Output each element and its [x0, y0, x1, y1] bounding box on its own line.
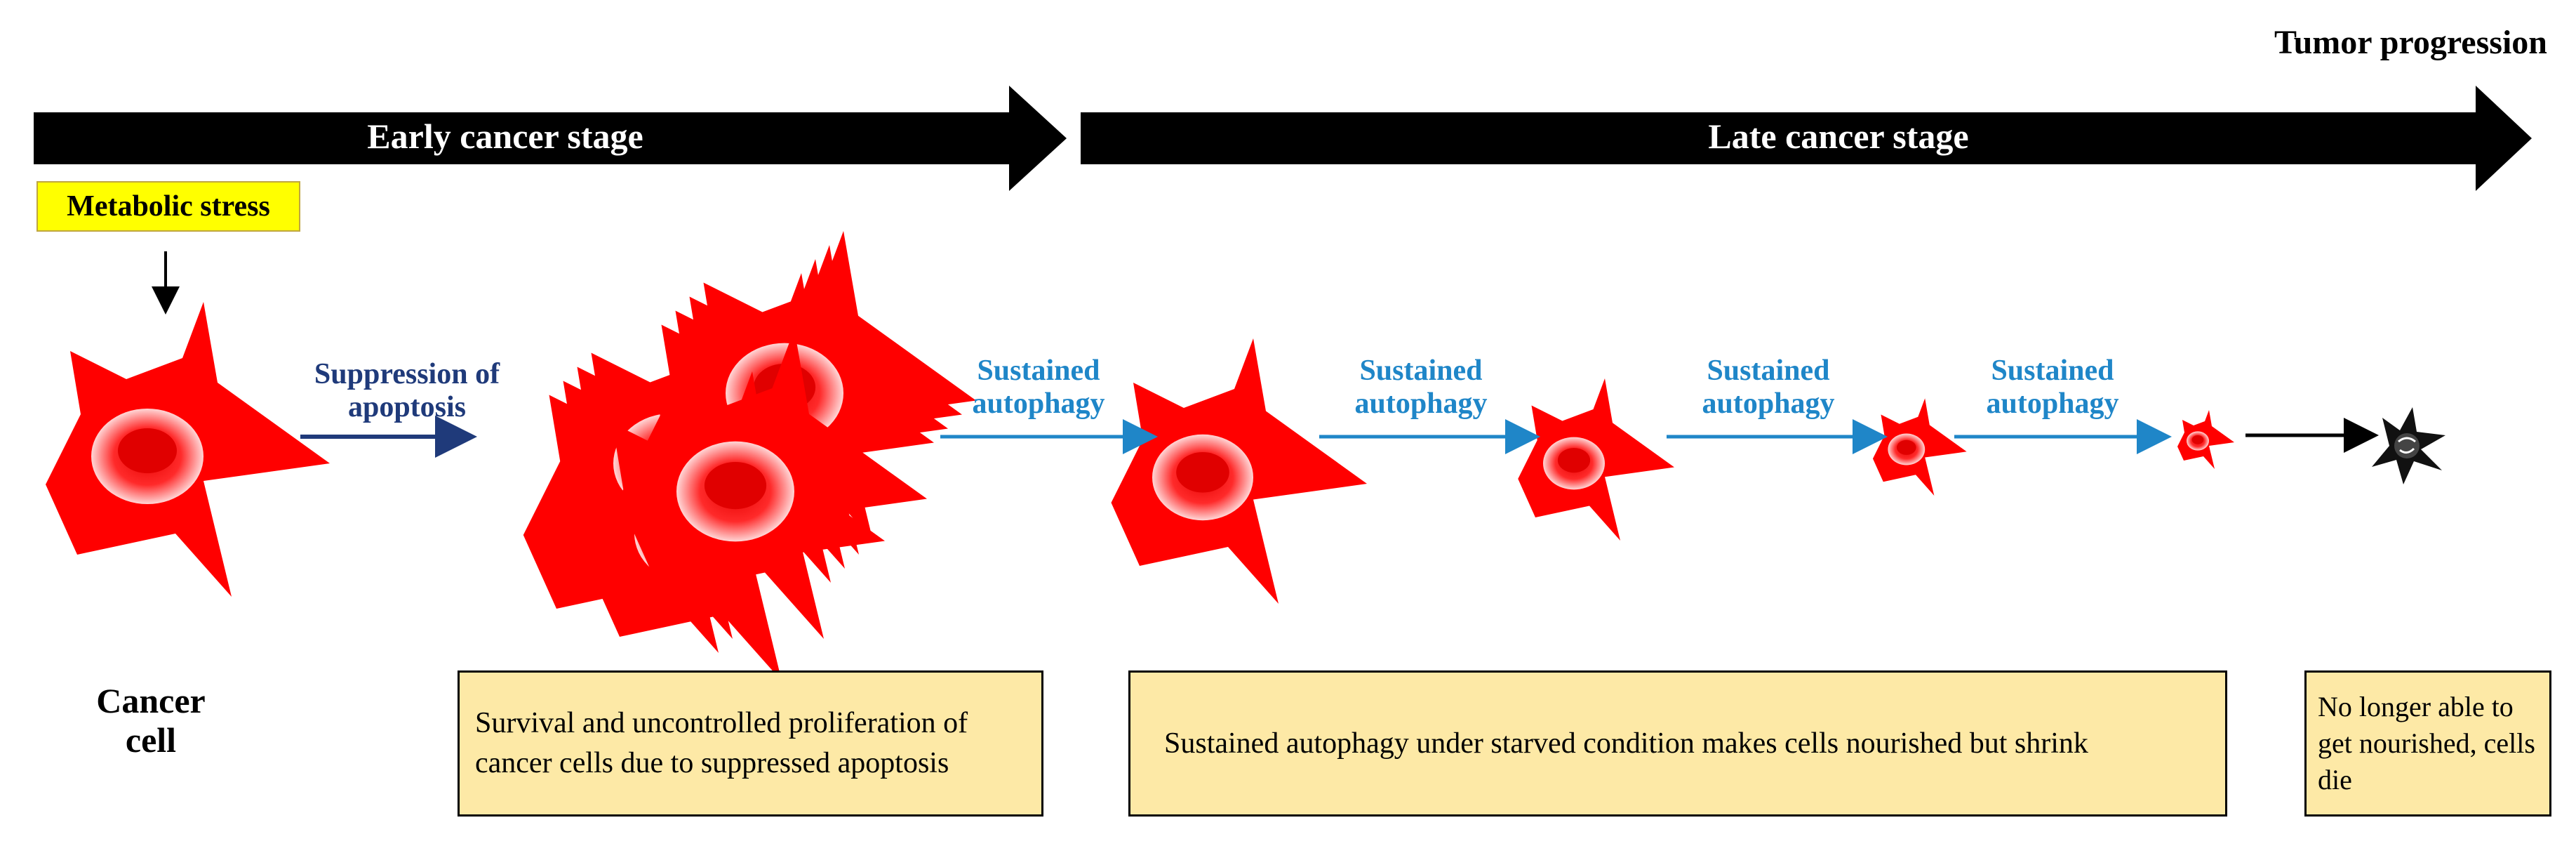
early-stage-label: Early cancer stage: [367, 117, 643, 156]
cancer-cell-icon: [46, 302, 330, 597]
proliferation-box: Survival and uncontrolled proliferation …: [458, 670, 1043, 817]
shrinking-cell-2-icon: [1518, 378, 1674, 541]
tumor-progression-title: Tumor progression: [2274, 24, 2547, 61]
autophagy-label-4: Sustained autophagy: [1986, 355, 2119, 421]
early-stage-arrow: [34, 86, 1067, 191]
proliferating-cells-icon: [523, 231, 976, 681]
autophagy-label-2: Sustained autophagy: [1354, 355, 1488, 421]
proliferation-text: Survival and uncontrolled proliferation …: [475, 707, 968, 779]
suppression-label: Suppression of apoptosis: [314, 358, 500, 424]
death-box: No longer able to get nourished, cells d…: [2304, 670, 2551, 817]
late-stage-label: Late cancer stage: [1708, 117, 1969, 156]
autophagy-text: Sustained autophagy under starved condit…: [1164, 727, 2088, 760]
cancer-cell-label: Cancer cell: [96, 681, 206, 760]
metabolic-stress-box: Metabolic stress: [36, 181, 300, 232]
autophagy-label-3: Sustained autophagy: [1702, 355, 1835, 421]
autophagy-box: Sustained autophagy under starved condit…: [1128, 670, 2227, 817]
autophagy-label-1: Sustained autophagy: [972, 355, 1105, 421]
shrinking-cell-3-icon: [1872, 398, 1967, 496]
dead-cell-icon: [2372, 407, 2445, 484]
shrinking-cell-4-icon: [2177, 410, 2234, 469]
death-text: No longer able to get nourished, cells d…: [2318, 691, 2535, 795]
late-stage-arrow: [1081, 86, 2532, 191]
